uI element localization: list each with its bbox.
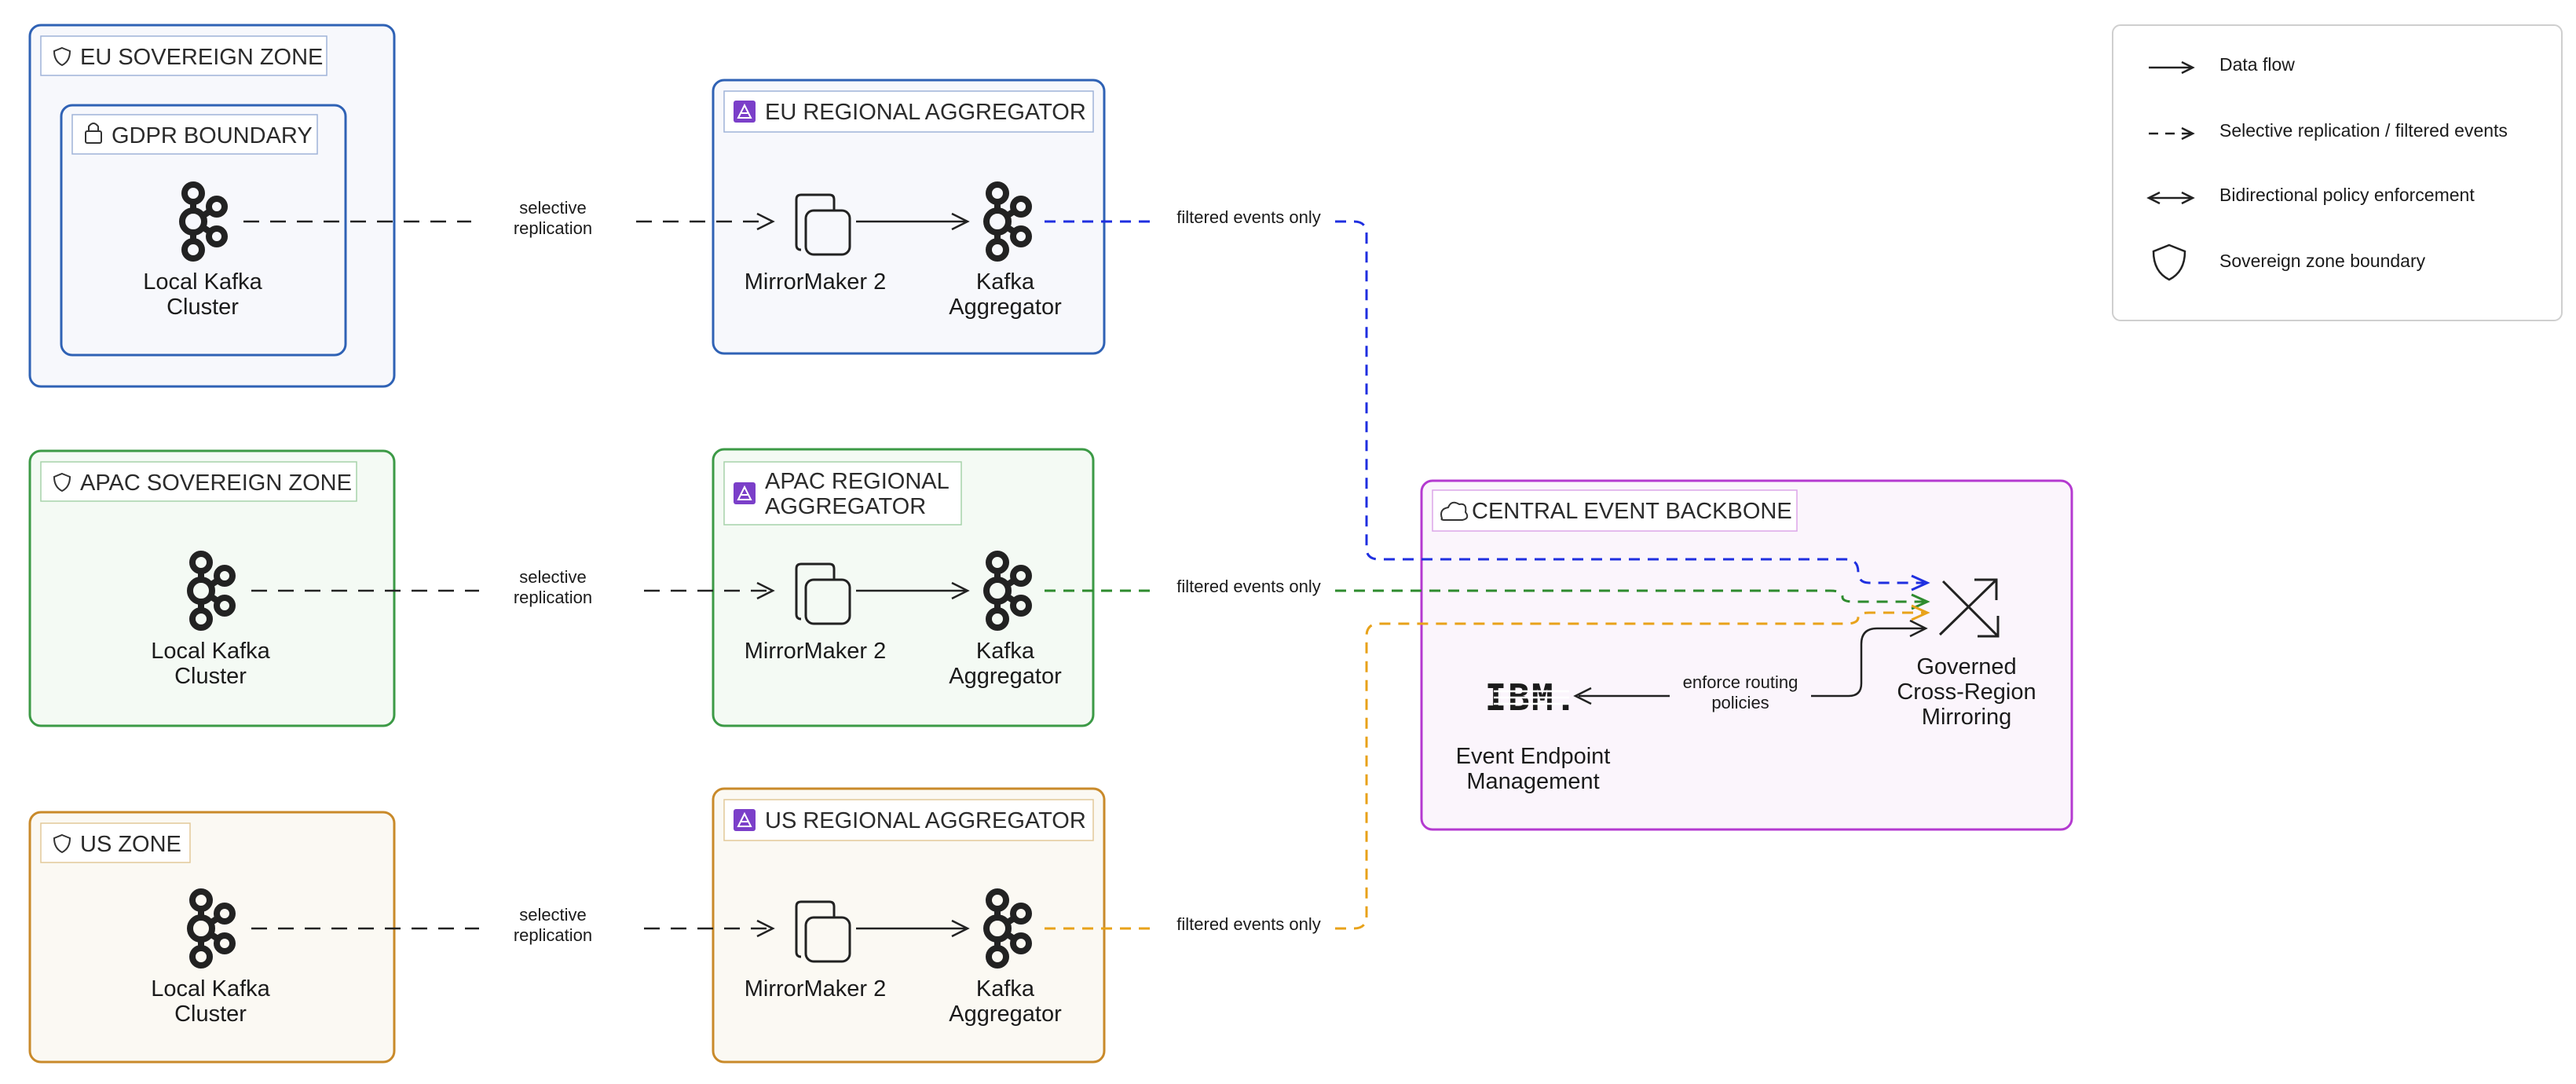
- shuffle-icon: [1938, 578, 2000, 638]
- eem-label-line1: Event Endpoint: [1456, 744, 1611, 769]
- event-endpoint-management: IBM. Event Endpoint Management: [1456, 676, 1611, 794]
- us-regional-aggregator: US REGIONAL AGGREGATOR MirrorMaker 2 Kaf…: [712, 787, 1106, 1064]
- cluster-label-line1: Local Kafka: [151, 976, 270, 1002]
- ibm-logo: IBM.: [1485, 676, 1577, 719]
- eu-internal-flow-edge: [856, 212, 970, 231]
- boundary-title: GDPR BOUNDARY: [112, 123, 313, 148]
- eu-regional-aggregator: EU REGIONAL AGGREGATOR MirrorMaker 2 Kaf…: [712, 79, 1106, 355]
- lock-icon: [85, 123, 102, 144]
- zone-title: APAC SOVEREIGN ZONE: [80, 471, 352, 496]
- edge-label-line1: enforce routing: [1683, 672, 1798, 692]
- kafka-aggregator-label-line1: Kafka: [976, 976, 1035, 1002]
- us-local-kafka-cluster: Local Kafka Cluster: [151, 892, 271, 1027]
- legend-item-data-flow: Data flow: [2149, 54, 2295, 75]
- apac-local-kafka-cluster: Local Kafka Cluster: [151, 554, 271, 689]
- mirrormaker-label: MirrorMaker 2: [745, 976, 886, 1002]
- edge-label-line1: selective: [519, 567, 587, 587]
- governed-cross-region-mirroring: Governed Cross-Region Mirroring: [1897, 578, 2036, 730]
- legend-item-sovereign: Sovereign zone boundary: [2152, 244, 2426, 281]
- apac-regional-aggregator: APAC REGIONAL AGGREGATOR MirrorMaker 2 K…: [712, 448, 1095, 727]
- aggregator-badge-icon: [733, 808, 756, 832]
- cloud-icon: [1440, 501, 1469, 521]
- legend-label: Selective replication / filtered events: [2219, 120, 2508, 141]
- kafka-aggregator-label-line2: Aggregator: [949, 664, 1062, 689]
- legend-label: Data flow: [2219, 54, 2295, 75]
- aggregator-title: EU REGIONAL AGGREGATOR: [765, 100, 1086, 125]
- cluster-label-line2: Cluster: [174, 1002, 247, 1027]
- legend-label: Sovereign zone boundary: [2219, 251, 2426, 271]
- aggregator-badge-icon: [733, 482, 756, 505]
- cluster-label-line2: Cluster: [166, 295, 239, 320]
- eu-local-kafka-cluster: Local Kafka Cluster: [143, 185, 263, 320]
- edge-label-line2: replication: [514, 588, 592, 607]
- governed-label-line3: Mirroring: [1922, 705, 2011, 730]
- legend: Data flow Selective replication / filter…: [2112, 24, 2563, 321]
- kafka-aggregator-label-line2: Aggregator: [949, 295, 1062, 320]
- zone-title: US ZONE: [80, 832, 181, 857]
- policy-enforcement-edge: enforce routing policies: [1573, 619, 1928, 712]
- legend-item-bidirectional: Bidirectional policy enforcement: [2146, 185, 2475, 205]
- aggregator-title: US REGIONAL AGGREGATOR: [765, 808, 1086, 833]
- zone-title: EU SOVEREIGN ZONE: [80, 45, 323, 70]
- apac-filtered-events-edge: filtered events only: [1045, 577, 1930, 610]
- legend-item-selective: Selective replication / filtered events: [2149, 120, 2508, 141]
- shield-icon: [2152, 244, 2186, 281]
- edge-label-line2: replication: [514, 925, 592, 945]
- us-filtered-events-edge: filtered events only: [1045, 604, 1930, 934]
- mirrormaker-label: MirrorMaker 2: [745, 269, 886, 295]
- cluster-label-line1: Local Kafka: [151, 639, 270, 664]
- aggregator-title-line1: APAC REGIONAL: [765, 469, 950, 494]
- kafka-aggregator-label-line1: Kafka: [976, 269, 1035, 295]
- edge-label: filtered events only: [1176, 207, 1320, 227]
- apac-internal-flow-edge: [856, 581, 970, 600]
- aggregator-title-line2: AGGREGATOR: [765, 494, 926, 519]
- eu-selective-replication-edge: selective replication: [243, 198, 775, 238]
- edge-label-line2: replication: [514, 218, 592, 238]
- cluster-label-line2: Cluster: [174, 664, 247, 689]
- edge-label-line1: selective: [519, 905, 587, 925]
- backbone-title: CENTRAL EVENT BACKBONE: [1472, 499, 1792, 524]
- edge-label: filtered events only: [1176, 577, 1320, 596]
- governed-label-line1: Governed: [1916, 654, 2016, 679]
- central-event-backbone: CENTRAL EVENT BACKBONE: [1420, 479, 2073, 831]
- edge-label-line2: policies: [1711, 693, 1769, 712]
- mirrormaker-label: MirrorMaker 2: [745, 639, 886, 664]
- apac-selective-replication-edge: selective replication: [251, 567, 775, 607]
- eem-label-line2: Management: [1466, 769, 1599, 794]
- edge-label: filtered events only: [1176, 914, 1320, 934]
- cluster-label-line1: Local Kafka: [143, 269, 262, 295]
- us-internal-flow-edge: [856, 919, 970, 938]
- kafka-aggregator-label-line2: Aggregator: [949, 1002, 1062, 1027]
- edge-label-line1: selective: [519, 198, 587, 218]
- us-selective-replication-edge: selective replication: [251, 905, 775, 945]
- kafka-aggregator-label-line1: Kafka: [976, 639, 1035, 664]
- governed-label-line2: Cross-Region: [1897, 679, 2036, 705]
- legend-label: Bidirectional policy enforcement: [2219, 185, 2475, 205]
- aggregator-badge-icon: [733, 100, 756, 123]
- eu-filtered-events-edge: filtered events only: [1045, 207, 1930, 591]
